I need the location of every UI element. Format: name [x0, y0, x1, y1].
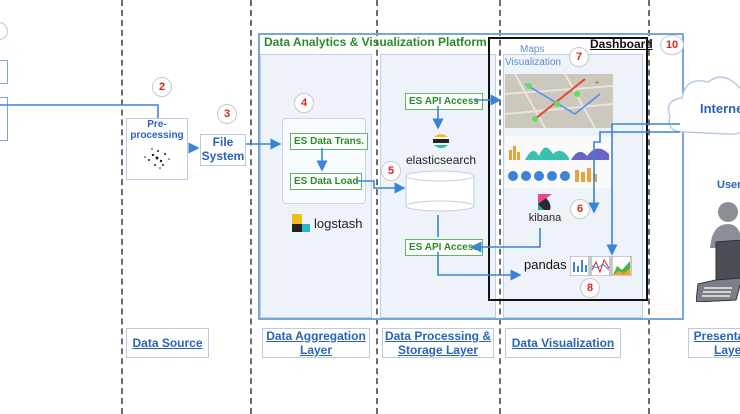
layer-presentation: Presentation Layer	[688, 328, 740, 358]
logstash-folder	[282, 118, 366, 204]
step-6-badge: 6	[570, 199, 590, 219]
preprocessing-box: Pre- processing	[126, 118, 188, 180]
es-api-access-top-tag: ES API Access	[405, 93, 483, 110]
step-7-badge: 7	[569, 47, 589, 67]
source-doc-1	[0, 60, 8, 84]
file-system-label-1: File	[212, 135, 234, 149]
layer-aggregation: Data Aggregation Layer	[262, 328, 370, 358]
logstash-label: logstash	[314, 215, 363, 231]
layer-data-source: Data Source	[126, 328, 209, 358]
step-10-badge: 10	[660, 35, 684, 55]
kibana-label: kibana	[528, 212, 562, 224]
file-system-label-2: System	[201, 149, 245, 163]
scatter-cluster-icon	[144, 148, 170, 169]
kibana-icon	[538, 194, 552, 210]
logstash-logo: logstash	[292, 214, 362, 232]
pandas-label: pandas	[524, 257, 567, 272]
step-5-badge: 5	[381, 161, 401, 181]
step-2-badge: 2	[152, 77, 172, 97]
separator-3	[376, 0, 378, 414]
step-8-badge: 8	[580, 278, 600, 298]
step-3-badge: 3	[217, 104, 237, 124]
svg-text:+: +	[595, 80, 599, 86]
es-data-trans-tag: ES Data Trans.	[290, 133, 369, 150]
layer-visualization: Data Visualization	[505, 328, 621, 358]
elasticsearch-logo: elasticsearch	[406, 132, 476, 167]
elasticsearch-icon	[433, 134, 449, 148]
separator-2	[250, 0, 252, 414]
maps-label-2: Visualization	[505, 57, 561, 68]
elasticsearch-label: elasticsearch	[406, 153, 477, 167]
maps-label-1: Maps	[520, 44, 545, 55]
kibana-logo: kibana	[527, 194, 563, 224]
preprocessing-label-1: Pre-	[147, 119, 167, 130]
map-visualization-image: +	[505, 74, 613, 128]
es-data-load-tag: ES Data Load	[290, 173, 363, 190]
internet-cloud-icon	[667, 76, 740, 135]
separator-1	[121, 0, 123, 414]
kibana-chart-thumbnail	[505, 136, 613, 188]
platform-container	[258, 33, 684, 320]
platform-title: Data Analytics & Visualization Platform	[264, 35, 487, 49]
layer-processing: Data Processing & Storage Layer	[382, 328, 494, 358]
users-label: User	[717, 179, 740, 191]
logstash-icon	[292, 214, 310, 232]
step-4-badge: 4	[294, 93, 314, 113]
internet-label: Interne	[700, 101, 740, 116]
es-api-access-bottom-tag: ES API Access	[405, 239, 483, 256]
database-icon	[405, 170, 475, 212]
dashboard-title: Dashboard	[590, 37, 653, 51]
laptop-icon	[696, 240, 740, 302]
file-system-box: File System	[200, 134, 246, 166]
source-doc-2	[0, 97, 8, 141]
source-circle	[0, 22, 8, 40]
pandas-charts	[570, 256, 632, 276]
preprocessing-label-2: processing	[130, 130, 184, 141]
separator-4	[499, 0, 501, 414]
